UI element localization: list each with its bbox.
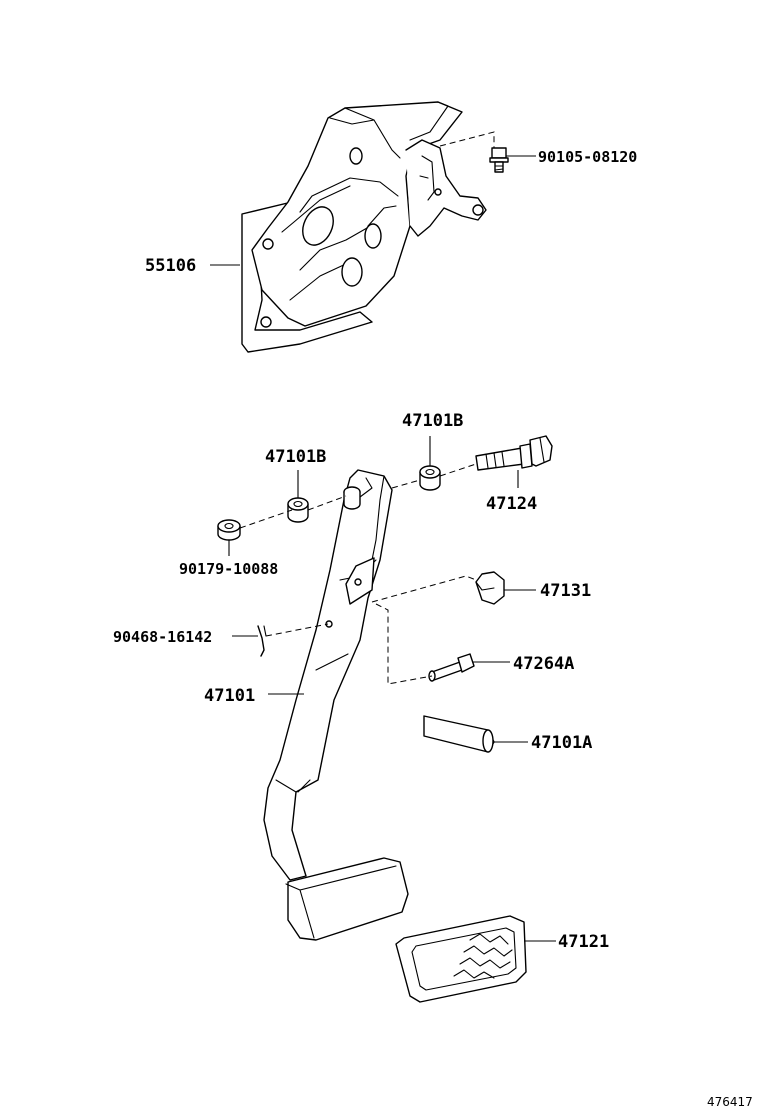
hex-nut xyxy=(217,519,241,541)
pedal-support-bracket xyxy=(241,101,487,353)
bushing-left xyxy=(287,497,309,523)
label-90105-08120: 90105-08120 xyxy=(538,148,637,166)
label-47101A: 47101A xyxy=(531,733,592,753)
label-55106: 55106 xyxy=(145,256,196,276)
flange-bolt xyxy=(439,131,509,173)
reference-number: 476417 xyxy=(707,1095,753,1109)
bushing-right xyxy=(419,465,441,491)
leader-lines xyxy=(210,155,556,942)
pedal-stopper xyxy=(475,571,505,605)
label-47101B-top: 47101B xyxy=(402,411,463,431)
retaining-clip xyxy=(257,625,267,657)
label-90468-16142: 90468-16142 xyxy=(113,628,212,646)
pedal-pad xyxy=(395,915,527,1003)
label-47131: 47131 xyxy=(540,581,591,601)
return-spring xyxy=(423,715,495,753)
label-47101B-left: 47101B xyxy=(265,447,326,467)
pivot-bolt xyxy=(475,435,553,471)
label-47124: 47124 xyxy=(486,494,537,514)
label-47101: 47101 xyxy=(204,686,255,706)
label-47121: 47121 xyxy=(558,932,609,952)
brake-pedal-arm xyxy=(263,469,409,941)
assembly-lines xyxy=(239,463,477,685)
label-47264A: 47264A xyxy=(513,654,574,674)
label-90179-10088: 90179-10088 xyxy=(179,560,278,578)
clevis-pin xyxy=(428,653,475,682)
